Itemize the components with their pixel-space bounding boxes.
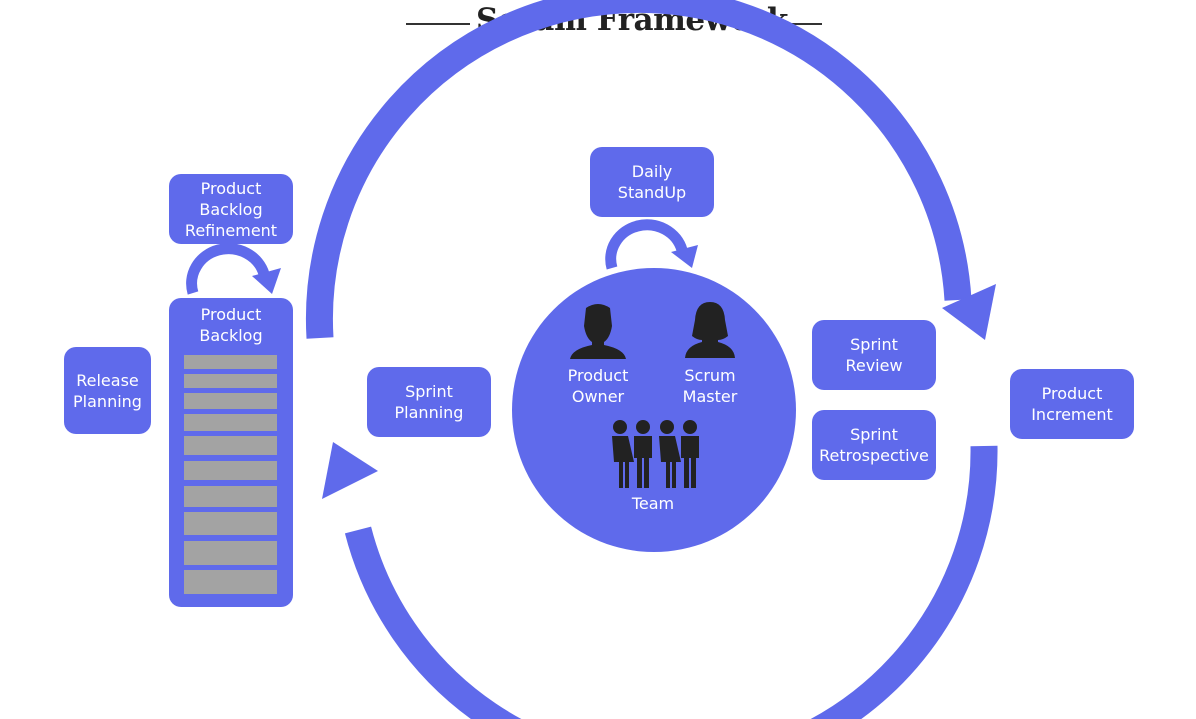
scrum-master-label: Scrum Master xyxy=(682,366,738,406)
standup-loop-arrow-icon xyxy=(605,219,688,270)
upper-cycle-arrow-icon xyxy=(305,0,972,339)
product-owner-icon xyxy=(570,304,626,359)
standup-loop-arrowhead-icon xyxy=(671,245,698,268)
backlog-item xyxy=(184,393,277,409)
team-label: Team xyxy=(631,494,675,513)
lower-cycle-arrowhead-icon xyxy=(322,442,378,499)
title-rule-left xyxy=(406,23,470,25)
product-owner-label: Product Owner xyxy=(567,366,629,406)
upper-cycle-arrowhead-icon xyxy=(942,284,996,340)
refinement-loop-arrow-icon xyxy=(186,243,270,295)
lower-cycle-arrow-icon xyxy=(344,445,998,719)
backlog-item xyxy=(184,486,277,507)
backlog-refinement-box[interactable]: Product Backlog Refinement xyxy=(169,174,293,244)
sprint-retrospective-box[interactable]: Sprint Retrospective xyxy=(812,410,936,480)
backlog-item xyxy=(184,374,277,388)
scrum-team-circle xyxy=(512,268,796,552)
release-planning-box[interactable]: Release Planning xyxy=(64,347,151,434)
sprint-review-box[interactable]: Sprint Review xyxy=(812,320,936,390)
sprint-planning-box[interactable]: Sprint Planning xyxy=(367,367,491,437)
product-increment-box[interactable]: Product Increment xyxy=(1010,369,1134,439)
backlog-item xyxy=(184,355,277,369)
backlog-item xyxy=(184,512,277,535)
daily-standup-box[interactable]: Daily StandUp xyxy=(590,147,714,217)
product-backlog-box[interactable]: Product Backlog xyxy=(169,298,293,607)
backlog-item xyxy=(184,570,277,594)
refinement-loop-arrowhead-icon xyxy=(252,268,281,294)
backlog-item xyxy=(184,541,277,565)
scrum-master-icon xyxy=(685,302,735,358)
team-icon xyxy=(612,420,699,488)
backlog-item xyxy=(184,436,277,455)
product-backlog-label: Product Backlog xyxy=(199,305,263,345)
backlog-item xyxy=(184,414,277,431)
backlog-item xyxy=(184,461,277,480)
